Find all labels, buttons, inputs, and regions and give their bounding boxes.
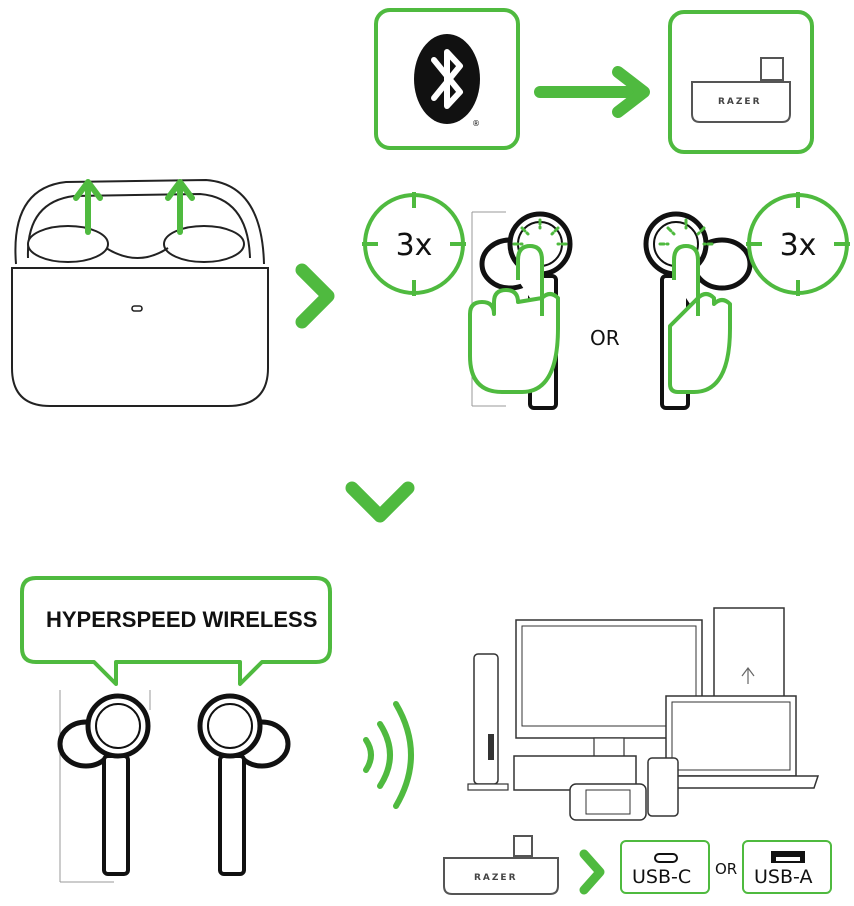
tap-hand-icon xyxy=(658,218,732,394)
usb-dongle-icon: RAZER xyxy=(691,57,791,123)
chevron-right-icon xyxy=(295,263,335,329)
usb-c-port-icon xyxy=(654,853,678,863)
earbuds-pair xyxy=(57,690,291,883)
chevron-down-icon xyxy=(345,481,415,523)
svg-text:®: ® xyxy=(472,119,480,128)
tap-count-label: 3x xyxy=(780,228,817,263)
dongle-brand-text: RAZER xyxy=(474,873,518,883)
usb-c-label: USB-C xyxy=(632,866,692,888)
earbud-tap-left xyxy=(468,211,573,410)
arrow-right-icon xyxy=(534,66,650,118)
usb-a-port-icon xyxy=(771,851,805,863)
tap-count-badge-right: 3x xyxy=(746,192,850,296)
earbud-tap-right xyxy=(643,211,753,410)
dongle-brand-text: RAZER xyxy=(718,97,762,107)
port-or-label: OR xyxy=(715,860,738,878)
usb-dongle-icon: RAZER xyxy=(443,835,559,895)
bluetooth-panel: ® xyxy=(374,8,520,150)
bluetooth-icon: ® xyxy=(414,34,480,128)
charging-case xyxy=(11,178,269,407)
tap-count-badge-left: 3x xyxy=(362,192,466,296)
speech-bubble xyxy=(20,576,332,686)
tap-hand-icon xyxy=(468,218,568,394)
usb-a-port-box: USB-A xyxy=(742,840,832,894)
chevron-right-icon xyxy=(579,849,605,895)
usb-c-port-box: USB-C xyxy=(620,840,710,894)
wireless-waves-icon xyxy=(363,701,414,809)
devices-icon xyxy=(467,607,820,821)
or-label: OR xyxy=(590,326,620,350)
connection-mode-label: HYPERSPEED WIRELESS xyxy=(46,607,318,632)
lift-arrow-icon xyxy=(165,179,195,235)
tap-count-label: 3x xyxy=(396,228,433,263)
usb-a-label: USB-A xyxy=(754,866,813,888)
dongle-panel: RAZER xyxy=(668,10,814,154)
lift-arrow-icon xyxy=(73,179,103,235)
